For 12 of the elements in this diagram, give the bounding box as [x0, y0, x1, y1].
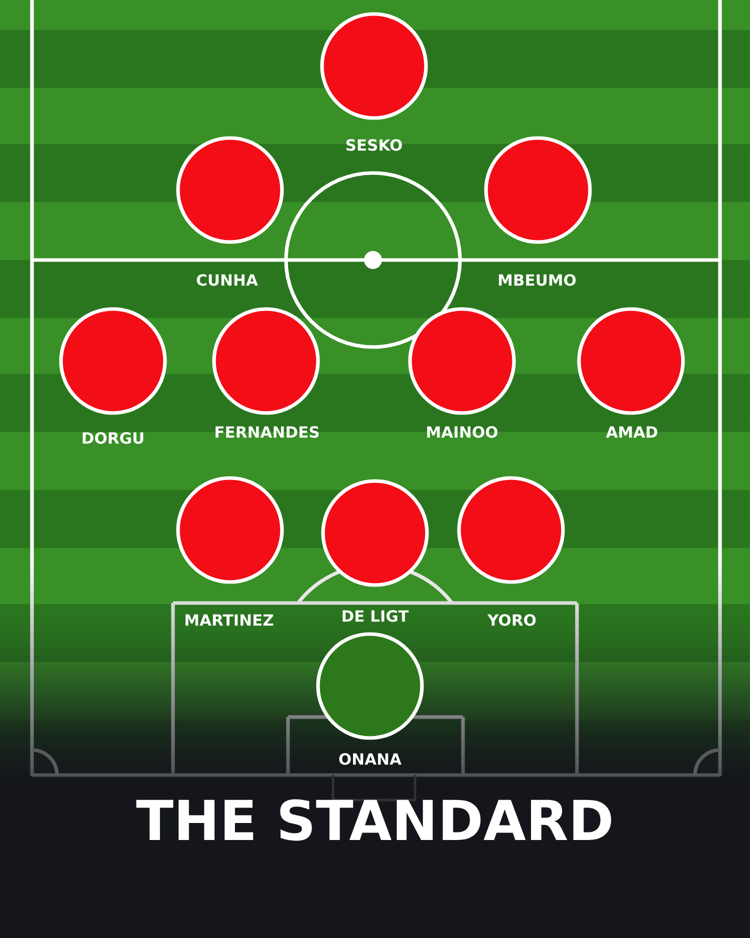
player-name: YORO — [487, 614, 536, 626]
player-name: DORGU — [82, 432, 144, 444]
player-name: DE LIGT — [342, 610, 409, 622]
player-name: MBEUMO — [498, 274, 576, 286]
player-name: AMAD — [606, 426, 658, 438]
player-name: CUNHA — [196, 274, 258, 286]
player-name: MARTINEZ — [186, 614, 274, 626]
player-name: ONANA — [339, 753, 402, 765]
player-name: MAINOO — [427, 426, 498, 438]
player-name: SESKO — [346, 139, 402, 151]
player-name: FERNANDES — [216, 426, 319, 438]
title: THE STANDARD — [136, 799, 612, 841]
